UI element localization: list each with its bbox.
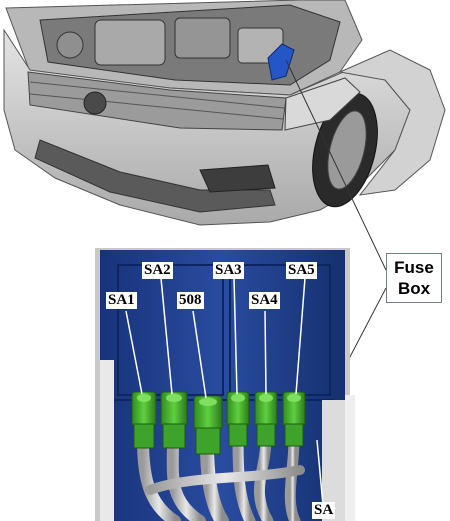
callout-leader-line (285, 59, 387, 271)
fuse-connector-sa1 (131, 391, 157, 449)
car-front-illustration (3, 0, 446, 226)
fuse-box-right-wall (322, 400, 345, 521)
car-fog-light (199, 164, 276, 193)
engine-component (56, 31, 84, 59)
engine-component (174, 17, 231, 59)
grille-bar (29, 81, 285, 109)
grille-bar (29, 93, 284, 120)
fuse-box-detail (95, 248, 355, 521)
fuse-box-callout: Fuse Box (386, 253, 442, 303)
engine-component (94, 19, 166, 66)
label-sa: SA (312, 502, 336, 519)
callout-line-1: Fuse (394, 258, 434, 277)
car-grille (27, 71, 287, 131)
car-badge (83, 91, 107, 115)
fuse-connector-508 (193, 395, 223, 455)
fuse-box-left-wall (100, 360, 114, 521)
fuse-connector-sa5 (282, 391, 306, 447)
label-sa1: SA1 (106, 292, 137, 309)
car-lower-intake (34, 139, 276, 213)
cable-harness (137, 434, 305, 521)
fuse-box-location-marker (267, 43, 295, 81)
fuse-connector-sa2 (160, 391, 188, 449)
fuse-box-right-edge (345, 395, 355, 521)
callout-line-2: Box (397, 279, 431, 298)
label-508: 508 (177, 292, 204, 309)
car-fender (338, 49, 446, 196)
label-sa2: SA2 (142, 262, 173, 279)
fuse-connector-sa4 (254, 391, 278, 447)
car-wheel-rim (327, 110, 367, 190)
label-sa5: SA5 (286, 262, 317, 279)
panel-rib (229, 264, 331, 396)
car-headlight (284, 77, 361, 131)
fuse-connector-sa3 (226, 391, 250, 447)
label-pointer-lines (125, 277, 324, 506)
label-sa4: SA4 (249, 292, 280, 309)
label-sa3: SA3 (213, 262, 244, 279)
